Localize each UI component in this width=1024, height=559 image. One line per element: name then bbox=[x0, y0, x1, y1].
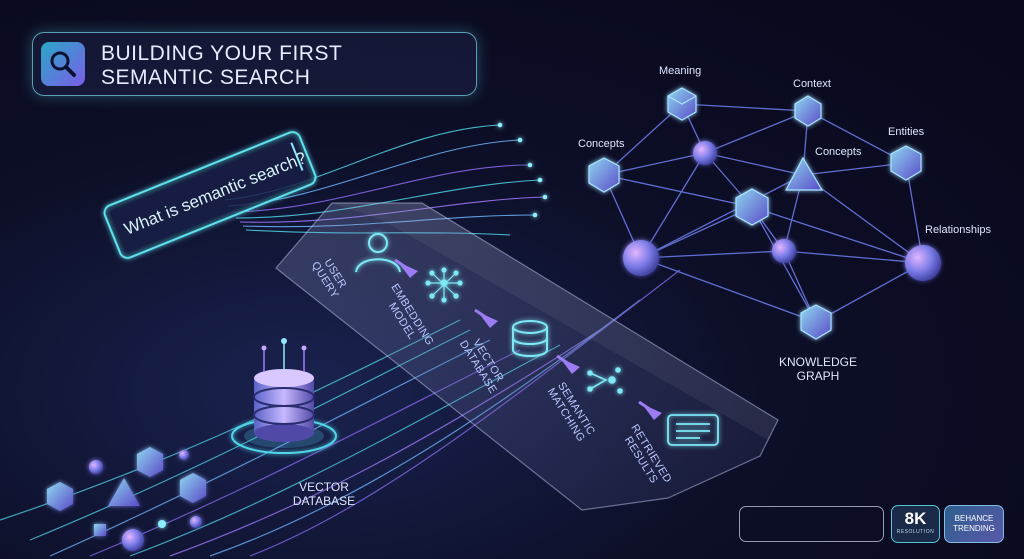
title-banner: BUILDING YOUR FIRST SEMANTIC SEARCH bbox=[32, 32, 477, 96]
label-concepts-center: Concepts bbox=[815, 146, 862, 158]
title-line-2: SEMANTIC SEARCH bbox=[101, 66, 311, 89]
fan-endpoints bbox=[497, 122, 548, 218]
behance-badge-line-1: BEHANCE bbox=[954, 514, 994, 523]
label-context: Context bbox=[793, 78, 831, 90]
graph-cube-nodes bbox=[588, 87, 922, 340]
label-entities: Entities bbox=[888, 126, 925, 138]
label-meaning: Meaning bbox=[659, 65, 702, 77]
resolution-badge: 8K RESOLUTION bbox=[891, 505, 940, 543]
query-box: What is semantic search? bbox=[103, 131, 317, 259]
label-concepts-left: Concepts bbox=[578, 138, 625, 150]
label-knowledge-graph: KNOWLEDGE GRAPH bbox=[778, 355, 858, 383]
label-relationships: Relationships bbox=[925, 224, 992, 236]
resolution-badge-caption: RESOLUTION bbox=[896, 529, 935, 535]
graph-sphere-nodes bbox=[623, 141, 941, 281]
vector-database-line-2: DATABASE bbox=[292, 494, 356, 508]
vector-database-line-1: VECTOR bbox=[299, 480, 349, 494]
user-icon bbox=[355, 233, 401, 273]
search-icon bbox=[41, 42, 85, 86]
results-list-icon bbox=[667, 414, 719, 446]
resolution-badge-value: 8K bbox=[904, 509, 927, 528]
neural-network-icon bbox=[425, 267, 463, 303]
database-icon bbox=[512, 320, 548, 357]
behance-badge: BEHANCE TRENDING bbox=[944, 505, 1004, 543]
behance-badge-text: BEHANCE TRENDING bbox=[945, 514, 1003, 534]
title-line-1: BUILDING YOUR FIRST bbox=[101, 42, 343, 65]
knowledge-graph-line-1: KNOWLEDGE bbox=[778, 355, 857, 369]
page-title: BUILDING YOUR FIRST SEMANTIC SEARCH bbox=[101, 42, 342, 90]
vector-database-icon bbox=[231, 338, 337, 454]
label-vector-database: VECTOR DATABASE bbox=[284, 480, 364, 508]
matching-icon bbox=[587, 367, 623, 394]
knowledge-graph-line-2: GRAPH bbox=[796, 369, 840, 383]
behance-badge-line-2: TRENDING bbox=[953, 524, 995, 533]
arrow-icon bbox=[394, 258, 662, 420]
graph-pyramid-node bbox=[785, 156, 824, 191]
floating-shapes bbox=[47, 447, 206, 551]
empty-badge bbox=[739, 506, 884, 542]
